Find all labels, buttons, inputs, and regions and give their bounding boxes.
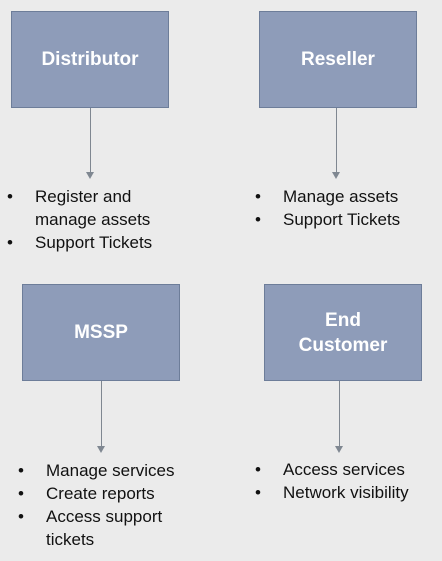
end-customer-arrowhead (335, 446, 343, 453)
bullet-icon: • (7, 187, 13, 206)
reseller-box: Reseller (259, 11, 417, 108)
list-item: tickets (46, 530, 95, 549)
mssp-connector (101, 381, 102, 446)
list-item: •Access support (18, 507, 163, 526)
bullet-icon: • (255, 187, 261, 206)
distributor-box: Distributor (11, 11, 169, 108)
list-item: •Network visibility (255, 483, 409, 502)
list-item: manage assets (35, 210, 151, 229)
distributor-capabilities: •Register and manage assets •Support Tic… (7, 185, 152, 254)
distributor-connector (90, 108, 91, 172)
reseller-title: Reseller (301, 49, 375, 70)
mssp-arrowhead (97, 446, 105, 453)
list-item: •Register and (7, 187, 132, 206)
bullet-icon: • (7, 233, 13, 252)
end-customer-capabilities: •Access services •Network visibility (255, 458, 409, 504)
end-customer-title: End Customer (298, 309, 388, 356)
bullet-icon: • (255, 460, 261, 479)
list-item: •Access services (255, 460, 405, 479)
list-item: •Create reports (18, 484, 155, 503)
distributor-title: Distributor (41, 49, 139, 70)
bullet-icon: • (18, 507, 24, 526)
bullet-icon: • (255, 210, 261, 229)
reseller-arrowhead (332, 172, 340, 179)
end-customer-box: End Customer (264, 284, 422, 381)
reseller-capabilities: •Manage assets •Support Tickets (255, 185, 400, 231)
list-item: •Manage services (18, 461, 175, 480)
list-item: •Support Tickets (255, 210, 401, 229)
reseller-connector (336, 108, 337, 172)
bullet-icon: • (18, 484, 24, 503)
mssp-title: MSSP (74, 322, 128, 343)
list-item: •Manage assets (255, 187, 399, 206)
mssp-capabilities: •Manage services •Create reports •Access… (18, 459, 175, 551)
end-customer-connector (339, 381, 340, 446)
distributor-arrowhead (86, 172, 94, 179)
bullet-icon: • (18, 461, 24, 480)
mssp-box: MSSP (22, 284, 180, 381)
list-item: •Support Tickets (7, 233, 153, 252)
bullet-icon: • (255, 483, 261, 502)
